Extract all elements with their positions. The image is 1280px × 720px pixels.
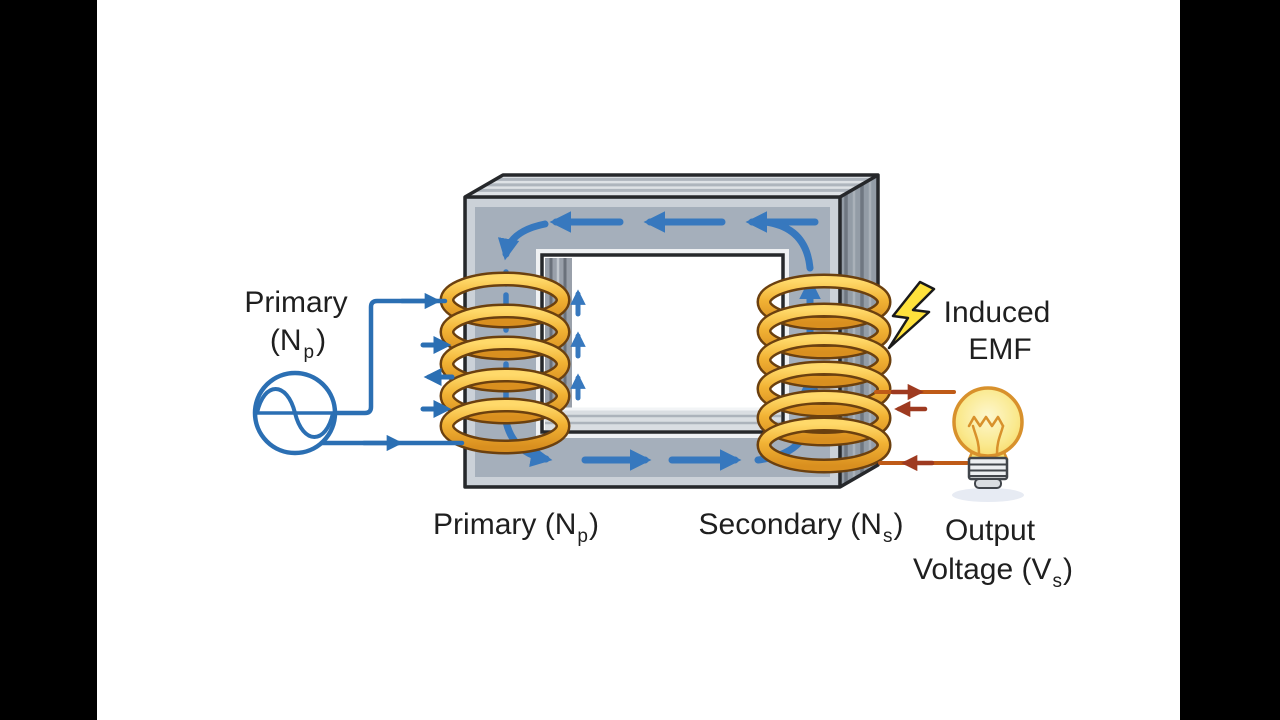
secondary-coil	[756, 273, 892, 474]
primary-coil-label: Primary (Np)	[433, 508, 599, 547]
ac-source-icon	[252, 370, 338, 456]
primary-coil	[439, 271, 571, 455]
bulb-filament	[967, 415, 1005, 455]
bulb-base	[967, 456, 1009, 489]
primary-current-direction-arrows	[420, 336, 455, 418]
output-voltage-label-line2: Voltage (Vs)	[913, 553, 1073, 592]
core-window	[536, 249, 789, 438]
induced-emf-label-line1: Induced	[944, 296, 1051, 329]
core-window-laminations-bottom	[545, 407, 781, 430]
light-bulb-icon	[952, 386, 1024, 502]
lightning-bolt-icon	[887, 280, 936, 350]
secondary-current-direction-arrows	[890, 383, 935, 472]
bulb-shadow	[952, 488, 1024, 502]
source-label-line1: Primary	[244, 286, 347, 319]
core-top-face	[465, 175, 878, 197]
induced-emf-label-line2: EMF	[968, 333, 1031, 366]
secondary-coil-label: Secondary (Ns)	[699, 508, 904, 547]
letterbox-left	[0, 0, 97, 720]
primary-circuit-wires	[318, 292, 465, 452]
letterbox-right	[1180, 0, 1280, 720]
output-voltage-label-line1: Output	[945, 514, 1036, 547]
